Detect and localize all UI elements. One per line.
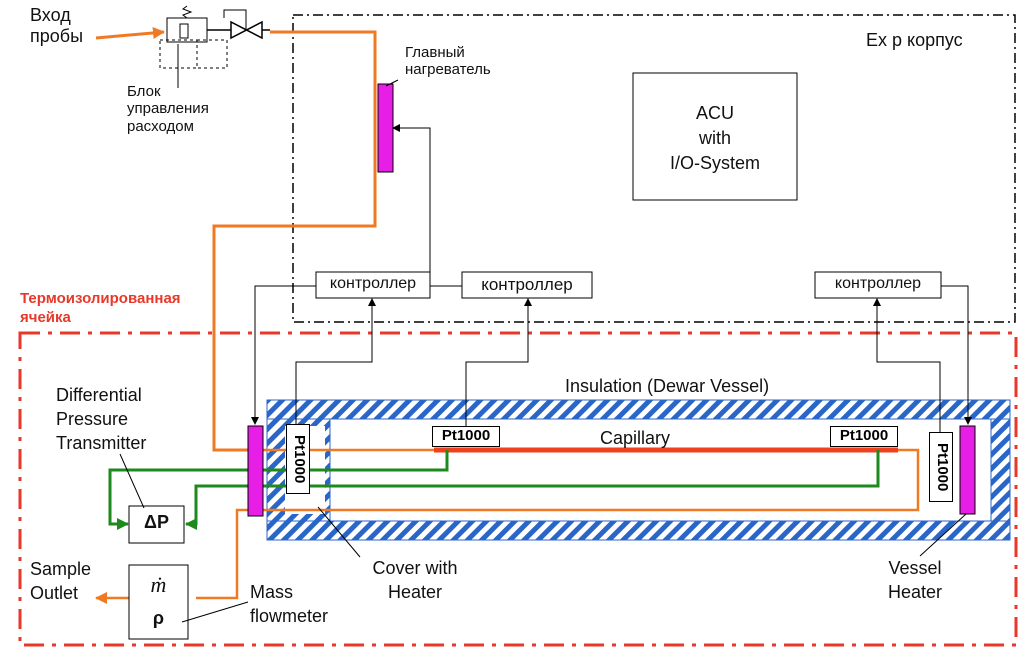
controller-2-label: контроллер [481,275,573,294]
ex-housing-border [292,14,1016,323]
pressure-line-outer [108,450,449,530]
ex-housing-label: Ex p корпус [866,30,963,50]
wire-pt-cap-to-ctrl2 [465,298,532,426]
capillary-label: Capillary [600,428,671,448]
mass-flowmeter-box [128,564,189,640]
insulation-bottom [266,520,1011,541]
cover-heater [247,425,264,517]
wire-pt-vessel-to-ctrl3 [873,298,941,432]
dp-symbol: ΔP [144,512,169,532]
insulation-right [990,418,1011,522]
sample-line-return [196,448,920,600]
insulated-cell-label: Термоизолированная ячейка [20,290,181,326]
wire-pt-cover-to-ctrl1 [295,298,376,424]
flow-control-valve-icon [159,5,270,69]
mass-flowmeter-label: Mass flowmeter [250,582,329,626]
probe-inlet-line [95,26,165,40]
leader-mass-flowmeter [181,601,249,623]
controller-2-box [461,271,593,299]
pt1000-capillary-left-sensor: Pt1000 [432,426,500,447]
probe-inlet-label: Вход пробы [30,5,84,46]
leader-vessel-heater [919,513,967,557]
sample-line-to-heater [212,30,377,452]
insulation-top [266,399,1011,420]
acu-line-2: with [698,128,731,148]
pt1000-capillary-right-sensor: Pt1000 [830,426,898,447]
acu-line-3: I/O-System [669,153,760,173]
cover-heater-label: Cover with Heater [372,558,458,602]
controller-1-box [315,271,431,299]
leader-cover-heater [317,506,361,558]
flow-control-label: Блок управления расходом [127,83,209,135]
main-heater-label: Главный нагреватель [405,44,491,79]
controller-3-box [814,271,942,299]
pt1000-vessel-sensor: Pt1000 [929,432,953,502]
acu-label: ACU with I/O-System [633,101,797,176]
controller-3-label: контроллер [834,275,922,292]
wire-ctrl1-to-mainheater [392,124,431,286]
dp-transmitter-label: Differential Pressure Transmitter [56,385,147,453]
sample-outlet-label: Sample Outlet [30,559,92,603]
mass-symbol: ṁ [150,572,167,597]
leader-dp-transmitter [119,453,145,509]
wire-ctrl3-to-vesselheater [941,285,972,425]
acu-box [632,72,798,201]
pressure-line-inner [185,450,880,530]
controller-1-label: контроллер [329,275,417,292]
vessel-heater-label: Vessel Heater [887,558,943,602]
rho-symbol: ρ [152,608,165,628]
pt1000-cover-sensor: Pt1000 [286,424,310,494]
insulation-label: Insulation (Dewar Vessel) [565,376,770,396]
main-heater [377,83,394,173]
vessel-heater [959,425,976,515]
insulated-cell-border [18,331,1018,647]
main-heater-pointer [385,79,399,87]
acu-line-1: ACU [695,103,734,123]
dp-box [128,505,185,544]
wire-ctrl1-to-coverheater [251,285,316,425]
